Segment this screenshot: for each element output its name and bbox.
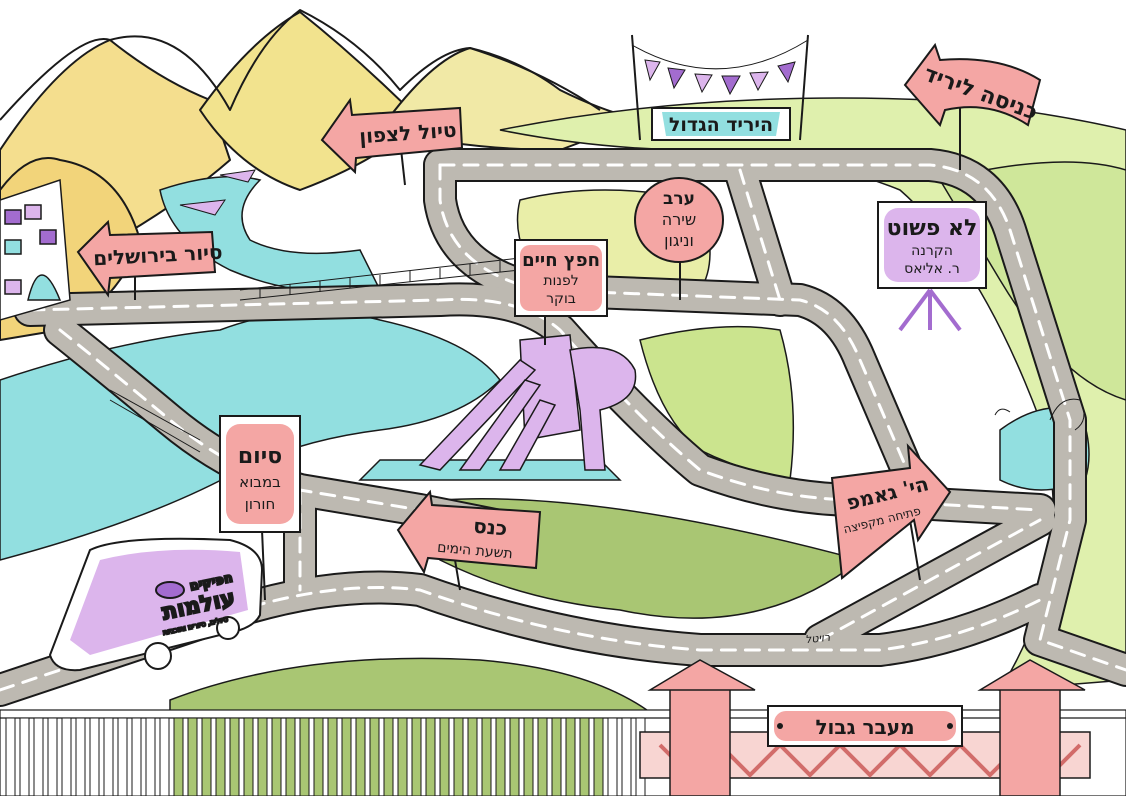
fence-bar xyxy=(383,717,394,796)
fence-bar xyxy=(579,717,590,796)
not-simple-sub-2: ר. אליאס xyxy=(904,261,960,277)
fence-bar xyxy=(201,717,212,796)
fence-bar xyxy=(537,717,548,796)
evening-line-3: וניגון xyxy=(664,231,694,250)
sign-chafetz-chaim: חפץ חיים לפנות בוקר xyxy=(514,239,608,317)
boats xyxy=(179,169,256,216)
sign-evening-songs: ערב שירה וניגון xyxy=(634,177,724,263)
artist-signature: רויטל xyxy=(804,631,830,647)
not-simple-title: לא פשוט xyxy=(887,216,978,241)
easel-legs xyxy=(898,288,962,332)
fence-bar xyxy=(397,717,408,796)
not-simple-sub-1: הקרנה xyxy=(911,243,953,259)
sign-fair-entrance: כניסה ליריד xyxy=(903,42,1042,127)
tour-bus: הפיקים עולמות טיולים, סיורים ותוכניות xyxy=(48,537,264,672)
fence-bar xyxy=(523,717,534,796)
field-center xyxy=(639,325,795,481)
fence-bar xyxy=(369,717,380,796)
fence-bar xyxy=(551,717,562,796)
sign-kenes: כנס תשעת הימים xyxy=(396,489,542,575)
fence-bar xyxy=(159,717,170,796)
fence-bar xyxy=(187,717,198,796)
fence-bar xyxy=(355,717,366,796)
fence-bar xyxy=(215,717,226,796)
fence-bar xyxy=(271,717,282,796)
finish-sub-2: חורון xyxy=(245,495,276,513)
fence-bar xyxy=(327,717,338,796)
fence-bar xyxy=(229,717,240,796)
fence-bar xyxy=(621,717,632,796)
fence-bar xyxy=(61,717,72,796)
fence-bar xyxy=(481,717,492,796)
fence-bar xyxy=(411,717,422,796)
fence-bar xyxy=(145,717,156,796)
fence-bar xyxy=(509,717,520,796)
chafetz-sub-2: בוקר xyxy=(546,291,576,307)
sign-border-crossing: מעבר גבול xyxy=(767,705,963,747)
evening-line-2: שירה xyxy=(662,210,696,229)
fence-bar xyxy=(467,717,478,796)
chafetz-title: חפץ חיים xyxy=(522,250,600,271)
kenes-title: כנס xyxy=(472,514,508,541)
fence-bar xyxy=(299,717,310,796)
fence-bar xyxy=(593,717,604,796)
bridge-railings xyxy=(109,257,521,453)
fence-bar xyxy=(439,717,450,796)
sign-north-trip: טיול לצפון xyxy=(320,97,464,175)
mountain-line xyxy=(0,9,601,121)
fence-bar xyxy=(257,717,268,796)
fence-bar xyxy=(19,717,30,796)
sign-jerusalem-tour: סיור בירושלים xyxy=(76,219,223,298)
sign-camp: הי' גאמפ פתיחה מקפיצה xyxy=(830,443,952,580)
fence-bar xyxy=(89,717,100,796)
sign-not-simple: לא פשוט הקרנה ר. אליאס xyxy=(877,201,987,289)
fence-bar xyxy=(117,717,128,796)
bunting-flags xyxy=(631,39,809,96)
fence-bar xyxy=(173,717,184,796)
fair-label: היריד הגדול xyxy=(669,114,773,136)
fence-bar xyxy=(425,717,436,796)
fence-bar xyxy=(5,717,16,796)
kenes-sub: תשעת הימים xyxy=(436,540,513,563)
finish-sub-1: במבוא xyxy=(239,473,281,491)
chafetz-sub-1: לפנות xyxy=(543,273,578,289)
fence-bar xyxy=(285,717,296,796)
fence-bar xyxy=(243,717,254,796)
fence-bar xyxy=(495,717,506,796)
fence-bar xyxy=(33,717,44,796)
evening-line-1: ערב xyxy=(663,189,695,209)
playground-slides xyxy=(358,334,637,481)
sign-finish: סיום במבוא חורון xyxy=(219,415,301,533)
fence-bar xyxy=(565,717,576,796)
sign-big-fair: היריד הגדול xyxy=(651,107,791,141)
castle-wall xyxy=(0,178,71,321)
fence-bar xyxy=(103,717,114,796)
fence-bar xyxy=(607,717,618,796)
field-lower-center xyxy=(439,498,862,619)
fence-bar xyxy=(47,717,58,796)
fence-bar xyxy=(131,717,142,796)
border-label: מעבר גבול xyxy=(815,715,914,739)
fence-bar xyxy=(313,717,324,796)
fence-bar xyxy=(341,717,352,796)
fence-bar xyxy=(453,717,464,796)
fence-bar xyxy=(75,717,86,796)
finish-title: סיום xyxy=(238,444,282,469)
bush xyxy=(994,398,1085,431)
field-bottom-left xyxy=(169,657,663,721)
